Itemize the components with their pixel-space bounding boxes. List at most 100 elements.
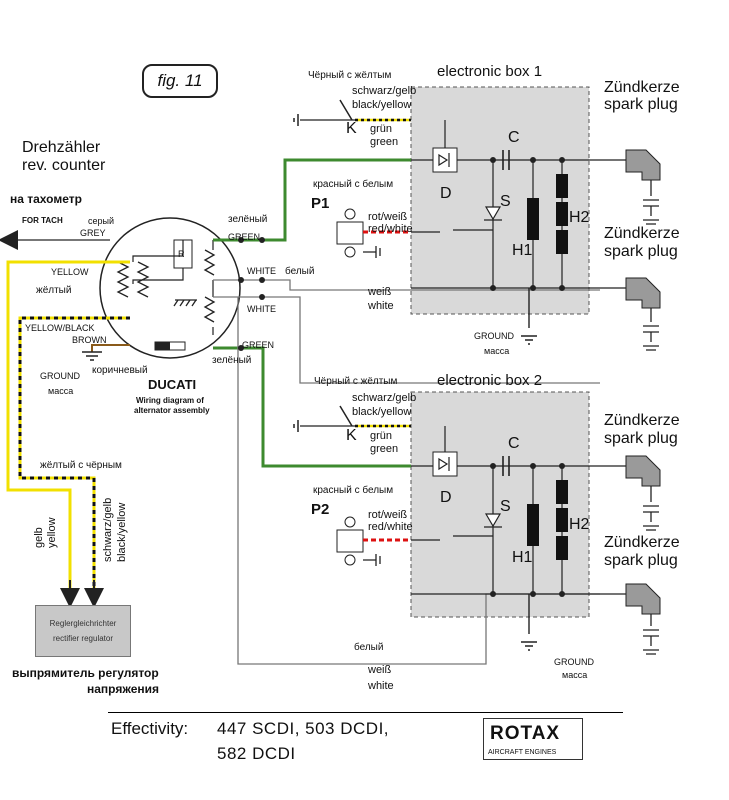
alternator-coil-1	[116, 261, 130, 298]
box1-kill-en: black/yellow	[352, 99, 412, 111]
rotax-sub: AIRCRAFT ENGINES	[488, 749, 557, 756]
alternator-circle	[99, 217, 241, 359]
figure-label: fig. 11	[142, 64, 218, 98]
box2-circuit	[293, 405, 600, 651]
spark-plug-1-de: Zündkerze	[604, 79, 680, 96]
spark-plug-3	[600, 455, 661, 531]
box2-p-ru: красный с белым	[313, 485, 394, 496]
white-wire-box1	[213, 279, 600, 291]
yellow-black-ru: жёлтый с чёрным	[40, 460, 122, 471]
green-top-ru: зелёный	[228, 214, 268, 225]
alternator-ground	[82, 351, 102, 361]
yellow-label-ru: жёлтый	[36, 285, 72, 296]
box1-d: D	[440, 185, 452, 202]
alternator-coil-3	[203, 249, 216, 276]
effectivity-label: Effectivity:	[111, 719, 189, 738]
box2-white-ru: белый	[354, 642, 384, 653]
electronic-box-2	[410, 391, 590, 618]
spark-plug-3-en: spark plug	[604, 430, 678, 447]
effectivity-line-2: 582 DCDI	[217, 744, 296, 763]
green-wire-box1	[213, 158, 411, 242]
box1-h1: H1	[512, 242, 533, 259]
box1-c: C	[508, 129, 520, 146]
box1-ground: GROUND	[474, 331, 514, 341]
box1-p: P1	[311, 195, 330, 212]
box1-h2: H2	[569, 209, 590, 226]
box2-d: D	[440, 489, 452, 506]
tach-wire-color: GREY	[80, 228, 106, 238]
regulator-en: rectifier regulator	[52, 634, 114, 643]
yellow-wire	[6, 260, 130, 598]
spark-plug-4	[600, 583, 661, 655]
box1-k: K	[346, 120, 357, 137]
brown-label-ru: коричневый	[92, 365, 148, 376]
box2-k: K	[346, 427, 357, 444]
box2-h1: H1	[512, 549, 533, 566]
spark-plug-2-de: Zündkerze	[604, 225, 680, 242]
rotax-name: ROTAX	[490, 723, 561, 744]
regulator-de: Reglergleichrichter	[49, 619, 117, 628]
box2-green-en: green	[370, 443, 399, 455]
yellow-label: YELLOW	[51, 267, 89, 277]
green-top-label: GREEN	[228, 232, 261, 242]
spark-plug-1	[600, 149, 661, 225]
box2-white-de: weiß	[368, 664, 392, 676]
box1-p-en: red/white	[368, 223, 413, 235]
white-1-ru: белый	[285, 266, 315, 277]
effectivity-divider	[108, 712, 623, 713]
spark-plug-4-en: spark plug	[604, 552, 678, 569]
box2-p: P2	[311, 501, 330, 518]
green-bottom-ru: зелёный	[212, 355, 252, 366]
box1-p-ru: красный с белым	[313, 179, 394, 190]
spark-plug-4-de: Zündkerze	[604, 534, 680, 551]
box2-ground-ru: масса	[562, 670, 588, 680]
box1-ground-ru: масса	[484, 346, 510, 356]
box1-kill-de: schwarz/gelb	[352, 85, 417, 97]
ducati-brand: DUCATI	[148, 377, 197, 392]
alternator-coil-4	[203, 296, 216, 323]
rev-counter-de: Drehzähler	[22, 139, 101, 156]
box1-title: electronic box 1	[437, 63, 543, 80]
box2-p-en: red/white	[368, 521, 413, 533]
box1-p-de: rot/weiß	[368, 211, 408, 223]
box2-p-de: rot/weiß	[368, 509, 408, 521]
regulator-ru-2: напряжения	[87, 682, 159, 696]
for-tach-label: FOR TACH	[22, 216, 63, 225]
tach-wire-ru: серый	[88, 216, 115, 226]
alternator-ground-label: GROUND	[40, 371, 80, 381]
gelb-label: gelb	[33, 527, 45, 548]
rectifier-regulator: Reglergleichrichter rectifier regulator	[35, 605, 131, 657]
box2-kill-en: black/yellow	[352, 406, 412, 418]
box2-ground: GROUND	[554, 657, 594, 667]
spark-plug-1-en: spark plug	[604, 96, 678, 113]
box2-s: S	[500, 498, 511, 515]
box2-h2: H2	[569, 516, 590, 533]
schwarz-gelb-label: schwarz/gelb	[102, 497, 114, 562]
spark-plug-2-en: spark plug	[604, 243, 678, 260]
alternator-internal-wiring	[132, 240, 214, 335]
box2-white-en: white	[368, 680, 394, 692]
rev-counter-ru: на тахометр	[10, 192, 82, 206]
black-yellow-label: black/yellow	[116, 502, 128, 562]
rotax-logo: ROTAX AIRCRAFT ENGINES	[483, 718, 583, 760]
box2-c: C	[508, 435, 520, 452]
rev-counter-en: rev. counter	[22, 157, 106, 174]
box1-white-en: white	[368, 300, 394, 312]
pickup-p1	[336, 208, 440, 258]
spark-plug-2	[600, 277, 661, 351]
green-bottom-label: GREEN	[242, 340, 275, 350]
alternator-caption-1: Wiring diagram of	[136, 396, 204, 405]
alternator-caption-2: alternator assembly	[134, 406, 210, 415]
box1-green-de: grün	[370, 123, 393, 135]
box2-kill-de: schwarz/gelb	[352, 392, 417, 404]
brown-label: BROWN	[72, 335, 107, 345]
alternator-ground-ru: масса	[48, 386, 74, 396]
box1-s: S	[500, 193, 511, 210]
alternator-ground-symbol	[173, 299, 197, 307]
box1-kill-ru: Чёрный с жёлтым	[308, 70, 392, 81]
pickup-p2	[336, 516, 440, 566]
electronic-box-1	[410, 86, 590, 315]
box2-green-de: grün	[370, 430, 393, 442]
resistor-label: R	[178, 249, 185, 259]
